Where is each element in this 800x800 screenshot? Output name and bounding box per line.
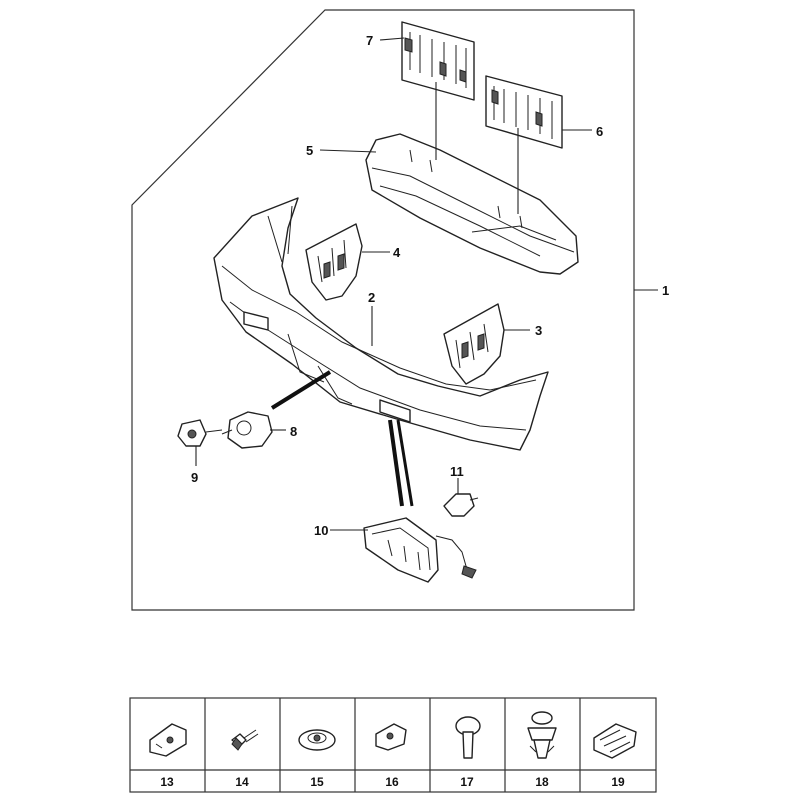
part-11-bulb[interactable] bbox=[443, 493, 479, 517]
part-4-bracket[interactable] bbox=[305, 223, 363, 301]
rivet-icon[interactable] bbox=[455, 716, 481, 759]
fastener-label-19: 19 bbox=[611, 775, 625, 789]
part-2-bumper-cover[interactable] bbox=[213, 197, 549, 451]
leader-7 bbox=[379, 37, 405, 41]
push-nut-icon[interactable] bbox=[298, 729, 336, 751]
clip-icon[interactable] bbox=[375, 723, 407, 751]
fastener-label-13: 13 bbox=[160, 775, 174, 789]
callout-10: 10 bbox=[314, 523, 328, 538]
assembly-frame bbox=[131, 9, 635, 611]
part-10-side-lamp[interactable] bbox=[363, 517, 477, 583]
part-6-bracket[interactable] bbox=[485, 75, 563, 149]
callout-6: 6 bbox=[596, 124, 603, 139]
wire-harness-left bbox=[270, 370, 332, 410]
callout-11: 11 bbox=[450, 464, 464, 479]
fastener-legend bbox=[129, 697, 657, 793]
fastener-label-18: 18 bbox=[535, 775, 549, 789]
part-7-bracket[interactable] bbox=[401, 21, 475, 101]
part-5-absorber[interactable] bbox=[365, 133, 579, 275]
wire-harness-right-2 bbox=[396, 419, 414, 507]
fastener-label-16: 16 bbox=[385, 775, 399, 789]
part-8-lamp-housing[interactable] bbox=[221, 411, 273, 449]
fastener-label-14: 14 bbox=[235, 775, 249, 789]
leader-5 bbox=[319, 149, 377, 153]
fastener-label-15: 15 bbox=[310, 775, 324, 789]
callout-3: 3 bbox=[535, 323, 542, 338]
callout-7: 7 bbox=[366, 33, 373, 48]
wire-harness-right bbox=[388, 419, 404, 507]
callout-1: 1 bbox=[662, 283, 669, 298]
screw-icon[interactable] bbox=[231, 729, 259, 751]
part-9-socket[interactable] bbox=[177, 419, 223, 447]
callout-4: 4 bbox=[393, 245, 401, 260]
callout-5: 5 bbox=[306, 143, 313, 158]
fastener-label-17: 17 bbox=[460, 775, 474, 789]
part-3-bracket[interactable] bbox=[443, 303, 505, 385]
push-clip-icon[interactable] bbox=[527, 711, 557, 759]
callout-2: 2 bbox=[368, 290, 375, 305]
callout-9: 9 bbox=[191, 470, 198, 485]
spring-clip-icon[interactable] bbox=[593, 723, 637, 759]
clip-nut-icon[interactable] bbox=[149, 723, 187, 757]
callout-8: 8 bbox=[290, 424, 297, 439]
